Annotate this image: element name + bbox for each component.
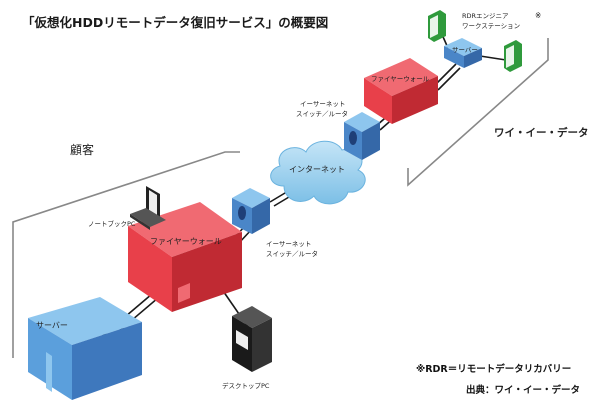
internet-label: インターネット [289,165,345,174]
customer-server-label: サーバー [36,321,68,330]
customer-firewall-label: ファイヤーウォール [150,237,222,246]
vendor-switch-label-2: スイッチ／ルータ [296,109,348,118]
vendor-server-label: サーバー [452,46,478,54]
workstation-note-mark: ※ [535,11,541,20]
vendor-switch-label-1: イーサーネット [300,100,345,108]
customer-firewall: ファイヤーウォール [128,202,242,312]
customer-switch-label-1: イーサーネット [266,240,311,248]
vendor-firewall: ファイヤーウォール [364,58,438,124]
source-credit: 出典：ワイ・イー・データ [466,384,580,396]
vendor-firewall-label: ファイヤーウォール [371,75,430,83]
vendor-switch: イーサーネット スイッチ／ルータ [296,100,380,160]
customer-label: 顧客 [70,142,94,157]
vendor-server: サーバー [444,38,482,68]
customer-switch: イーサーネット スイッチ／ルータ [232,188,318,258]
rdr-definition: ※RDR＝リモートデータリカバリー [416,363,571,375]
workstation-label-1: RDRエンジニア [462,12,509,20]
desktop-pc-label: デスクトップPC [222,381,270,390]
desktop-pc: デスクトップPC [222,306,272,390]
notebook-pc: ノートブックPC [88,186,166,230]
customer-server: サーバー [28,297,142,400]
notebook-pc-label: ノートブックPC [88,219,136,228]
vendor-label: ワイ・イー・データ [494,126,589,139]
workstation-label-2: ワークステーション [462,22,520,30]
workstation-top [428,10,446,42]
diagram-title: 「仮想化HDDリモートデータ復旧サービス」の概要図 [22,15,328,30]
customer-bracket [12,151,240,358]
vendor-bracket [407,38,549,187]
workstation-right [504,40,522,72]
customer-switch-label-2: スイッチ／ルータ [266,249,318,258]
